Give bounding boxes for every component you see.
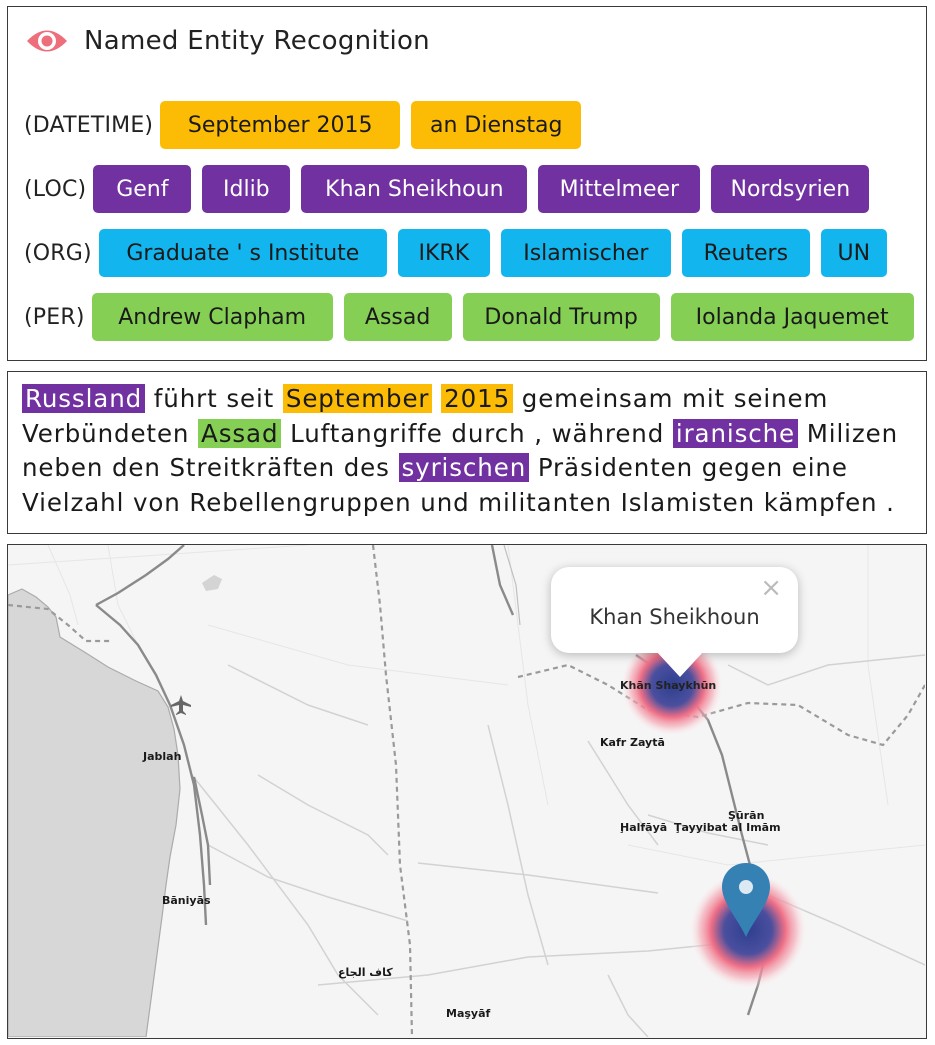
minor-roads	[8, 545, 925, 866]
airplane-icon	[171, 695, 191, 715]
place-label-jablah: Jablah	[142, 750, 181, 763]
plain-text	[432, 384, 441, 413]
panel-title: Named Entity Recognition	[84, 26, 430, 56]
map-pin-icon[interactable]	[722, 863, 770, 937]
entity-chip-loc[interactable]: Genf	[93, 165, 192, 213]
entity-highlight-datetime[interactable]: 2015	[441, 384, 514, 413]
place-label-baniyas: Bāniyās	[162, 894, 211, 907]
secondary-roads	[191, 654, 925, 1037]
entity-chip-per[interactable]: Andrew Clapham	[91, 293, 333, 341]
entity-row-org: (ORG) Graduate ' s Institute IKRK Islami…	[24, 229, 887, 277]
close-icon[interactable]: ×	[760, 573, 782, 603]
entity-chip-datetime[interactable]: an Dienstag	[411, 101, 582, 149]
entity-type-label: (DATETIME)	[24, 112, 154, 138]
plain-text: Milizen neben den Streitkräften des	[22, 418, 899, 483]
plain-text: gemeinsam mit seinem Verbündeten	[22, 384, 829, 448]
entity-chip-org[interactable]: UN	[820, 229, 887, 277]
entity-chip-datetime[interactable]: September 2015	[160, 101, 401, 149]
admin-boundaries	[8, 545, 925, 1037]
place-label-kaf-aljaa: كاف الجاع	[338, 966, 393, 979]
plain-text: Luftangriffe durch , während	[281, 418, 673, 448]
panel-header: Named Entity Recognition	[26, 21, 430, 61]
entity-chip-loc[interactable]: Mittelmeer	[538, 165, 701, 213]
annotated-sentence: Russland führt seit September 2015 gemei…	[22, 382, 922, 520]
plain-text: führt seit	[145, 384, 283, 413]
place-label-khan-shaykhun: Khān Shaykhūn	[620, 679, 716, 692]
map-popup: Khan Sheikhoun ×	[551, 567, 798, 653]
entity-row-datetime: (DATETIME) September 2015 an Dienstag	[24, 101, 592, 149]
popup-title: Khan Sheikhoun	[589, 605, 760, 629]
place-label-masyaf: Maşyāf	[446, 1007, 491, 1020]
entity-chip-loc[interactable]: Nordsyrien	[711, 165, 870, 213]
entity-chip-loc[interactable]: Khan Sheikhoun	[301, 165, 528, 213]
entity-chip-per[interactable]: Iolanda Jaquemet	[670, 293, 914, 341]
place-label-suran: Şūrān	[728, 809, 764, 822]
entity-chip-per[interactable]: Donald Trump	[462, 293, 660, 341]
entity-chip-loc[interactable]: Idlib	[202, 165, 291, 213]
entity-type-label: (LOC)	[24, 176, 87, 202]
minor-road	[503, 545, 521, 626]
plain-text: Präsidenten gegen eine Vielzahl von Rebe…	[22, 453, 895, 517]
entity-row-per: (PER) Andrew Clapham Assad Donald Trump …	[24, 293, 914, 341]
entity-highlight-loc[interactable]: syrischen	[398, 453, 530, 482]
entity-panel: Named Entity Recognition (DATETIME) Sept…	[7, 6, 927, 361]
eye-icon	[27, 30, 67, 52]
entity-type-label: (ORG)	[24, 240, 92, 266]
entity-chip-org[interactable]: Islamischer	[500, 229, 671, 277]
entity-highlight-loc[interactable]: iranische	[672, 418, 799, 448]
entity-type-label: (PER)	[24, 304, 85, 330]
place-label-halfaya: Ḩalfāyā	[620, 821, 667, 834]
entity-row-loc: (LOC) Genf Idlib Khan Sheikhoun Mittelme…	[24, 165, 880, 213]
entity-highlight-datetime[interactable]: September	[282, 384, 433, 413]
text-panel: Russland führt seit September 2015 gemei…	[7, 371, 927, 534]
entity-highlight-per[interactable]: Assad	[198, 418, 282, 448]
entity-chip-org[interactable]: Graduate ' s Institute	[98, 229, 387, 277]
map-panel[interactable]: Jablah Bāniyās Khān Shaykhūn Kafr Zaytā …	[7, 544, 927, 1039]
lake	[202, 575, 222, 591]
popup-tail	[656, 651, 704, 677]
entity-highlight-loc[interactable]: Russland	[22, 384, 146, 413]
place-label-tayyibat: Ţayyibat al Imām	[674, 821, 781, 834]
entity-chip-org[interactable]: IKRK	[397, 229, 490, 277]
entity-chip-per[interactable]: Assad	[343, 293, 452, 341]
place-label-kafr-zayta: Kafr Zaytā	[600, 736, 665, 749]
entity-chip-org[interactable]: Reuters	[681, 229, 810, 277]
